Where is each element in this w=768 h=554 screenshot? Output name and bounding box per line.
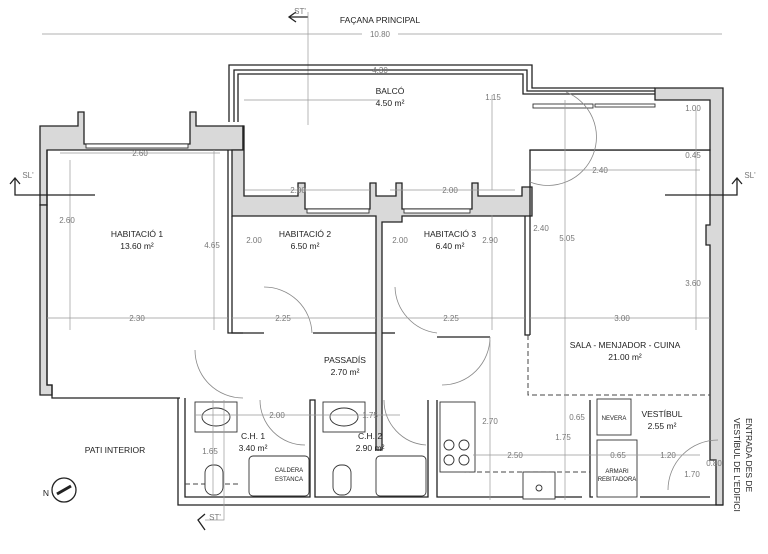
svg-text:2.00: 2.00 [246, 236, 262, 245]
ch2-area: 2.90 m² [356, 443, 385, 453]
svg-text:2.60: 2.60 [59, 216, 75, 225]
svg-text:2.70: 2.70 [482, 417, 498, 426]
caldera-label-2: ESTANCA [275, 477, 303, 483]
svg-text:2.25: 2.25 [443, 314, 459, 323]
svg-text:ST': ST' [209, 513, 221, 522]
svg-text:0.65: 0.65 [569, 413, 585, 422]
facade-title: FAÇANA PRINCIPAL [340, 15, 420, 25]
armari-label-2: REBITADORA [598, 477, 637, 483]
svg-text:1.75: 1.75 [555, 433, 571, 442]
svg-text:ENTRADA DES DE: ENTRADA DES DE [744, 418, 754, 492]
svg-text:1.75: 1.75 [362, 411, 378, 420]
svg-text:2.90: 2.90 [482, 236, 498, 245]
north-arrow-icon: N [43, 477, 77, 503]
svg-text:2.00: 2.00 [442, 186, 458, 195]
hab3-area: 6.40 m² [436, 241, 465, 251]
caldera-label: CALDERA [275, 468, 303, 474]
svg-text:2.30: 2.30 [129, 314, 145, 323]
balcony-railing [228, 64, 655, 122]
ch1-area: 3.40 m² [239, 443, 268, 453]
svg-text:2.50: 2.50 [507, 451, 523, 460]
svg-text:2.60: 2.60 [132, 149, 148, 158]
svg-text:2.00: 2.00 [392, 236, 408, 245]
dimension-labels: 4.30 1.15 2.60 2.60 4.65 2.30 2.00 2.00 … [59, 66, 722, 479]
fixtures [194, 398, 638, 500]
svg-text:1.65: 1.65 [202, 447, 218, 456]
svg-text:0.65: 0.65 [610, 451, 626, 460]
pati-label: PATI INTERIOR [85, 445, 146, 455]
svg-text:2.40: 2.40 [592, 166, 608, 175]
svg-text:1.15: 1.15 [485, 93, 501, 102]
section-mark-right: SL' [665, 171, 756, 196]
ch2-name: C.H. 2 [358, 431, 382, 441]
vestibul-name: VESTÍBUL [641, 409, 682, 419]
svg-text:1.70: 1.70 [684, 470, 700, 479]
nevera-label: NEVERA [602, 416, 627, 422]
overall-width: 10.80 [370, 30, 391, 39]
svg-text:1.20: 1.20 [660, 451, 676, 460]
section-mark-top: ST' [287, 7, 309, 125]
svg-text:SL': SL' [22, 171, 34, 180]
vestibul-area: 2.55 m² [648, 421, 677, 431]
section-mark-bottom: ST' [197, 400, 225, 531]
svg-text:2.40: 2.40 [533, 224, 549, 233]
hab1-area: 13.60 m² [120, 241, 154, 251]
balco-area: 4.50 m² [376, 98, 405, 108]
balco-name: BALCÓ [376, 86, 405, 96]
svg-text:ST': ST' [294, 7, 306, 16]
hab1-name: HABITACIÓ 1 [111, 229, 164, 239]
windows [85, 103, 656, 214]
hab2-area: 6.50 m² [291, 241, 320, 251]
dimension-lines [47, 95, 710, 500]
hab3-name: HABITACIÓ 3 [424, 229, 477, 239]
doors [194, 91, 719, 491]
svg-text:4.65: 4.65 [204, 241, 220, 250]
ch1-name: C.H. 1 [241, 431, 265, 441]
sala-name: SALA - MENJADOR - CUINA [570, 340, 681, 350]
sala-area: 21.00 m² [608, 352, 642, 362]
svg-text:2.25: 2.25 [275, 314, 291, 323]
svg-text:3.00: 3.00 [614, 314, 630, 323]
room-labels: BALCÓ 4.50 m² HABITACIÓ 1 13.60 m² HABIT… [85, 86, 683, 483]
armari-label: ARMARI [605, 469, 629, 475]
passadis-name: PASSADÍS [324, 355, 366, 365]
svg-text:4.30: 4.30 [372, 66, 388, 75]
svg-text:N: N [43, 488, 49, 498]
svg-text:SL': SL' [744, 171, 756, 180]
svg-text:VESTÍBUL DE L'EDIFICI: VESTÍBUL DE L'EDIFICI [732, 418, 742, 512]
svg-text:5.05: 5.05 [559, 234, 575, 243]
svg-text:3.60: 3.60 [685, 279, 701, 288]
passadis-area: 2.70 m² [331, 367, 360, 377]
svg-text:2.00: 2.00 [290, 186, 306, 195]
svg-text:0.45: 0.45 [685, 151, 701, 160]
entrance-label: ENTRADA DES DE VESTÍBUL DE L'EDIFICI [732, 418, 754, 512]
svg-text:0.80: 0.80 [706, 459, 722, 468]
hab2-name: HABITACIÓ 2 [279, 229, 332, 239]
svg-text:1.00: 1.00 [685, 104, 701, 113]
svg-text:2.00: 2.00 [269, 411, 285, 420]
section-mark-left: SL' [9, 171, 95, 196]
